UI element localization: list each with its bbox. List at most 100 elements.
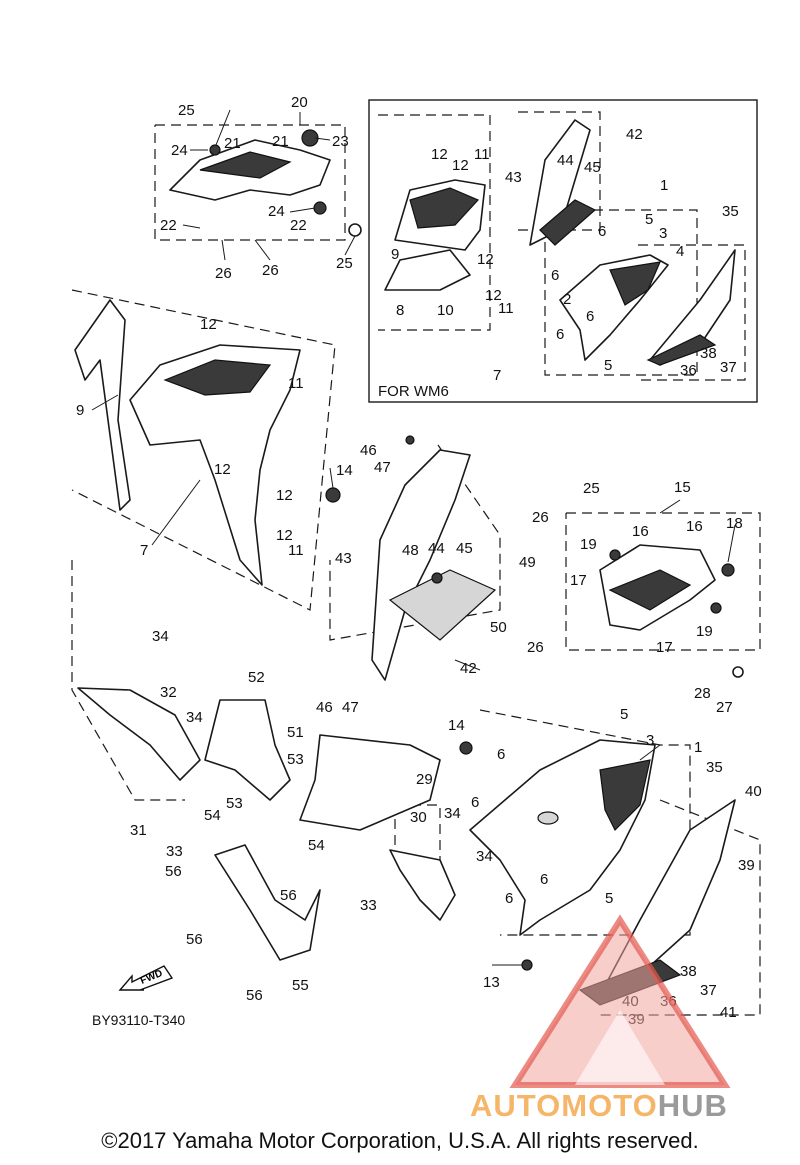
- callout-16: 16: [632, 523, 649, 540]
- inset-callout-12c: 12: [477, 251, 494, 268]
- inset-callout-9: 9: [391, 246, 399, 263]
- inset-part-side-cowl: [559, 254, 669, 361]
- part-lower-cowl-31: [77, 687, 201, 781]
- part-under-cowl-55: [214, 844, 321, 961]
- inset-callout-7: 7: [493, 367, 501, 384]
- inset-callout-36: 36: [680, 362, 697, 379]
- callout-5: 5: [620, 706, 628, 723]
- part-air-duct-15: [599, 544, 716, 631]
- inset-callout-44: 44: [557, 152, 574, 169]
- callout-53b: 53: [226, 795, 243, 812]
- callout-50: 50: [490, 619, 507, 636]
- callout-3: 3: [646, 732, 654, 749]
- callout-25b: 25: [336, 255, 353, 272]
- fasteners: [209, 129, 744, 971]
- callout-49: 49: [519, 554, 536, 571]
- callout-22: 22: [160, 217, 177, 234]
- callout-53: 53: [287, 751, 304, 768]
- callout-56b: 56: [280, 887, 297, 904]
- callout-35: 35: [706, 759, 723, 776]
- callout-14b: 14: [448, 717, 465, 734]
- callout-44: 44: [428, 540, 445, 557]
- callout-54: 54: [204, 807, 221, 824]
- callout-17b: 17: [656, 639, 673, 656]
- part-side-cowl-1: [469, 739, 656, 936]
- callout-25: 25: [178, 102, 195, 119]
- callout-26: 26: [215, 265, 232, 282]
- part-under-cowl-52: [204, 699, 291, 801]
- callout-29: 29: [416, 771, 433, 788]
- inset-callout-6b: 6: [551, 267, 559, 284]
- callout-19: 19: [580, 536, 597, 553]
- inset-frame: [368, 99, 758, 403]
- inset-callout-11: 11: [474, 146, 490, 163]
- callout-27: 27: [716, 699, 733, 716]
- inset-callout-12: 12: [431, 146, 448, 163]
- watermark-word-auto: AUTO: [470, 1088, 562, 1123]
- callout-12b: 12: [214, 461, 231, 478]
- callout-51: 51: [287, 724, 304, 741]
- callout-24b: 24: [268, 203, 285, 220]
- forward-arrow-icon: FWD: [118, 965, 174, 991]
- callout-22b: 22: [290, 217, 307, 234]
- callout-34: 34: [152, 628, 169, 645]
- callout-14: 14: [336, 462, 353, 479]
- part-bracket-51: [299, 734, 441, 831]
- part-inner-cowling-9: [129, 344, 301, 586]
- callout-26c: 26: [532, 509, 549, 526]
- inset-part-inner-cowling: [384, 179, 486, 291]
- inset-callout-5b: 5: [604, 357, 612, 374]
- callout-11: 11: [288, 375, 304, 392]
- callout-34b: 34: [186, 709, 203, 726]
- callout-7: 7: [140, 542, 148, 559]
- watermark-word-hub: HUB: [657, 1088, 728, 1123]
- callout-54b: 54: [308, 837, 325, 854]
- inset-callout-6: 6: [598, 223, 606, 240]
- callout-5b: 5: [605, 890, 613, 907]
- callout-48: 48: [402, 542, 419, 559]
- callout-34c: 34: [444, 805, 461, 822]
- inset-callout-45: 45: [584, 159, 601, 176]
- callout-28: 28: [694, 685, 711, 702]
- part-bracket-29: [389, 849, 456, 921]
- callout-13: 13: [483, 974, 500, 991]
- callout-6d: 6: [505, 890, 513, 907]
- callout-24: 24: [171, 142, 188, 159]
- callout-25c: 25: [583, 480, 600, 497]
- callout-18: 18: [726, 515, 743, 532]
- callout-32: 32: [160, 684, 177, 701]
- callout-46b: 46: [316, 699, 333, 716]
- inset-part-side-panel: [529, 119, 597, 246]
- callout-45: 45: [456, 540, 473, 557]
- inset-callout-5: 5: [645, 211, 653, 228]
- inset-part-lower-cowl: [646, 249, 736, 366]
- inset-callout-8: 8: [396, 302, 404, 319]
- callout-47b: 47: [342, 699, 359, 716]
- callout-15: 15: [674, 479, 691, 496]
- inset-callout-2: 2: [563, 291, 571, 308]
- callout-12c: 12: [276, 487, 293, 504]
- callout-39: 39: [738, 857, 755, 874]
- callout-38: 38: [680, 963, 697, 980]
- callout-16b: 16: [686, 518, 703, 535]
- part-graphic-stripe-7: [74, 299, 131, 511]
- leader-lines: [91, 109, 736, 966]
- inset-callout-4: 4: [676, 243, 684, 260]
- callout-12d: 12: [276, 527, 293, 544]
- callout-42: 42: [460, 660, 477, 677]
- callout-31: 31: [130, 822, 147, 839]
- callout-52: 52: [248, 669, 265, 686]
- callout-20: 20: [291, 94, 308, 111]
- inset-callout-38: 38: [700, 345, 717, 362]
- callout-56d: 56: [246, 987, 263, 1004]
- watermark-text: AUTOMOTOHUB: [470, 1088, 728, 1124]
- inset-callout-12b: 12: [452, 157, 469, 174]
- watermark-logo: [509, 914, 731, 1088]
- callout-30: 30: [410, 809, 427, 826]
- callout-21: 21: [224, 135, 241, 152]
- callout-1: 1: [694, 739, 702, 756]
- inset-callout-6c: 6: [586, 308, 594, 325]
- inset-callout-6d: 6: [556, 326, 564, 343]
- callout-56: 56: [165, 863, 182, 880]
- inset-callout-11b: 11: [498, 300, 514, 317]
